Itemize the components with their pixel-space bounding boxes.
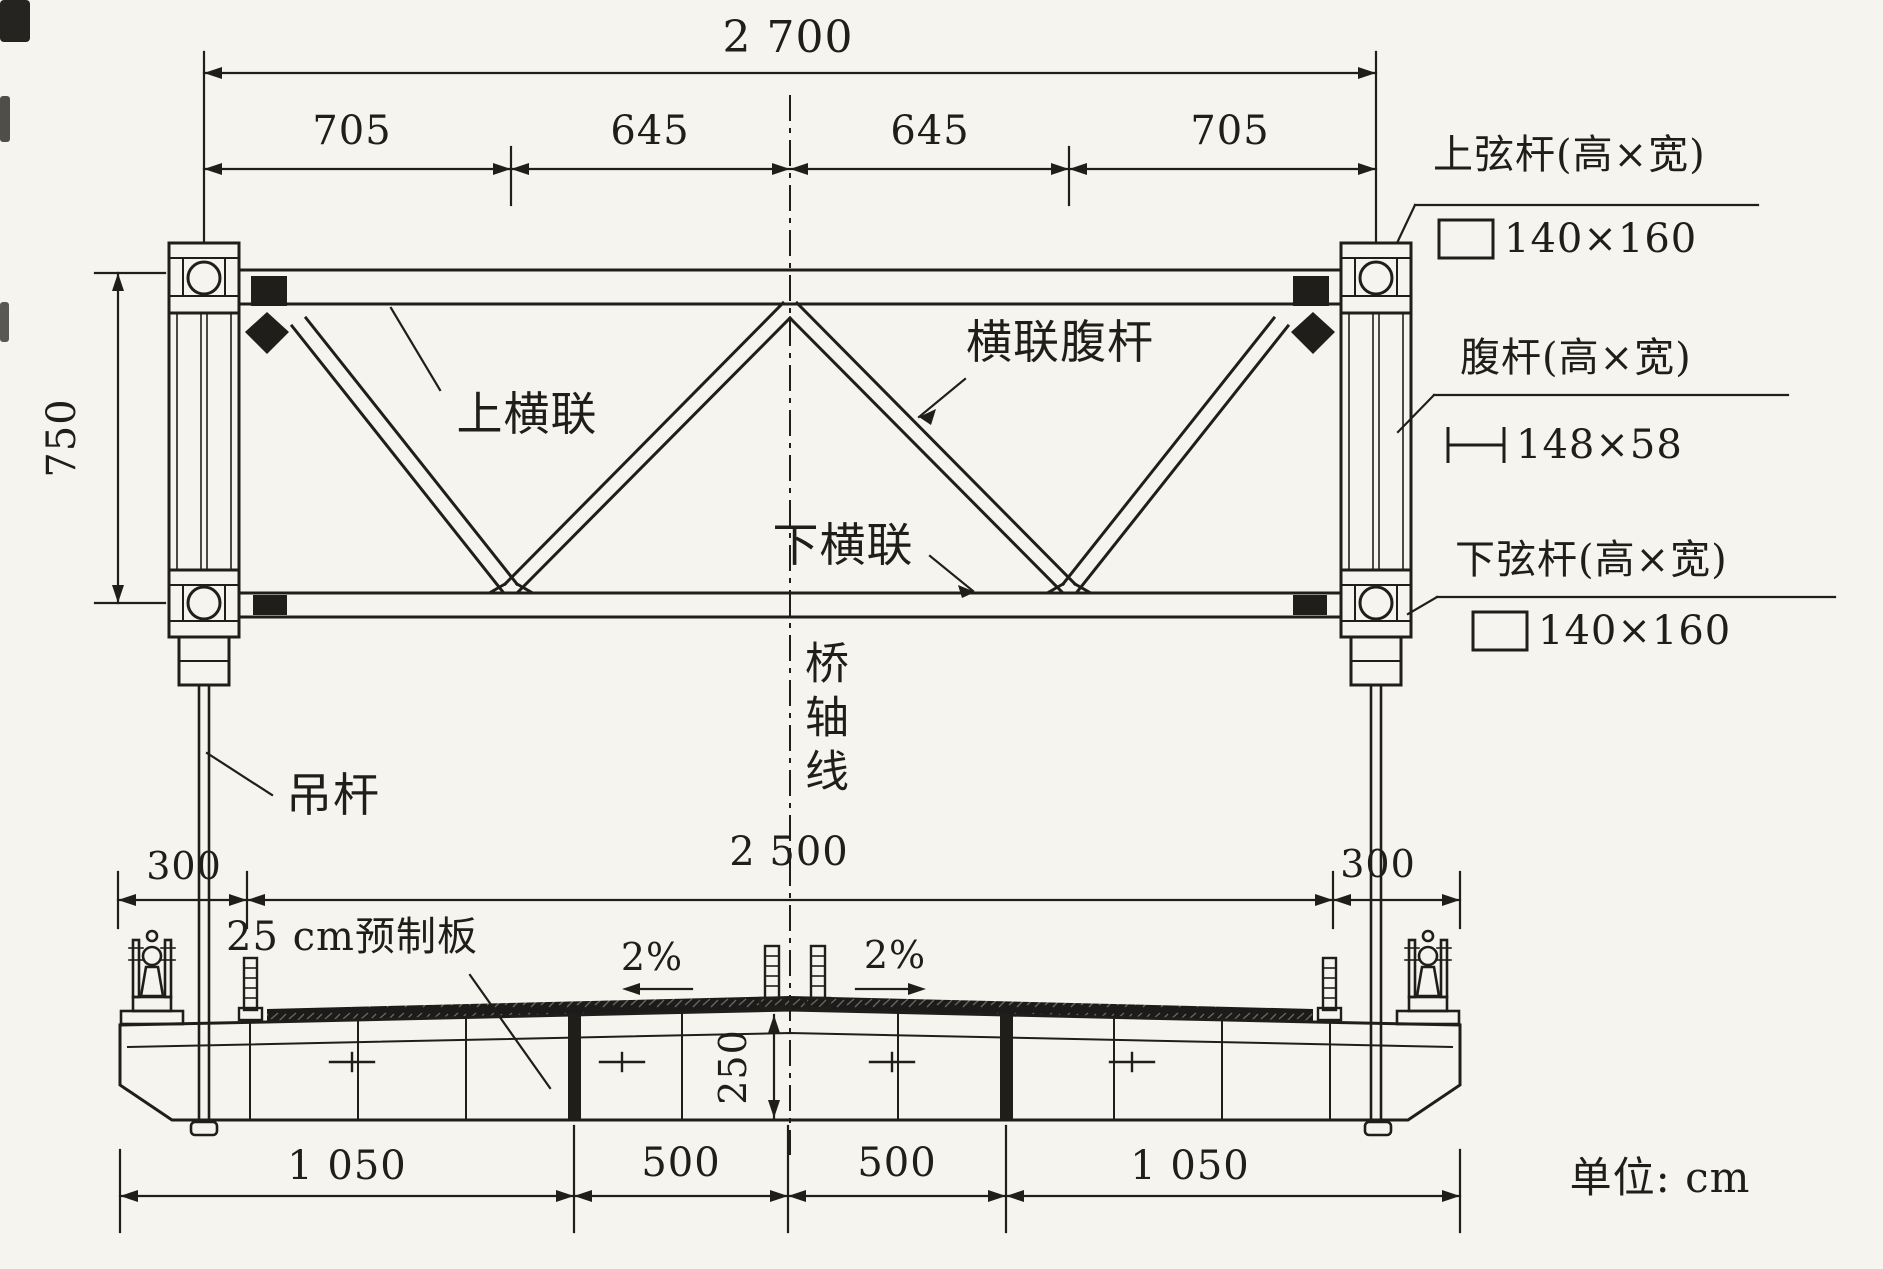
dim-left-overhang: 300 xyxy=(146,844,222,888)
label-bridge-axis: 桥轴线 xyxy=(797,640,848,802)
dim-bottom-2: 500 xyxy=(641,1140,721,1186)
dim-bottom-3: 500 xyxy=(857,1140,937,1186)
right-column xyxy=(1339,241,1413,687)
railing-left xyxy=(119,929,185,1026)
dim-bottom-4: 1 050 xyxy=(1130,1143,1250,1189)
label-hanger: 吊杆 xyxy=(286,768,380,822)
scan-artifacts xyxy=(0,0,30,342)
callout-bottom-chord-size: 140×160 xyxy=(1538,608,1732,654)
hanger-rods xyxy=(189,685,1393,1137)
slab-joints xyxy=(249,1012,1331,1121)
left-column xyxy=(167,241,241,687)
callout-symbols xyxy=(1437,218,1529,652)
dim-right-overhang: 300 xyxy=(1340,842,1416,886)
cross-bracing-diagonals xyxy=(289,300,1291,595)
girder-web-left xyxy=(568,1016,581,1120)
girder-web-right xyxy=(1000,1016,1013,1120)
callout-top-chord-size: 140×160 xyxy=(1504,216,1698,262)
truss-portal-frame xyxy=(167,241,1413,687)
bollard-head xyxy=(1417,945,1439,967)
dimension-lines xyxy=(93,50,1462,1234)
dim-slab-depth: 250 xyxy=(711,1029,755,1105)
label-lower-bracing: 下横联 xyxy=(772,518,914,572)
hanger-anchor-right xyxy=(1363,1120,1393,1137)
curb-post-left xyxy=(237,956,264,1022)
dim-truss-height: 750 xyxy=(39,398,85,478)
hanger-anchor-left xyxy=(189,1120,219,1137)
slab-center-marks xyxy=(328,1051,1156,1073)
deck-slab-outline xyxy=(118,1008,1462,1122)
column-shaft xyxy=(167,311,241,572)
dim-segment-1: 705 xyxy=(312,108,392,154)
label-upper-bracing: 上横联 xyxy=(456,387,598,441)
unit-note: 单位: cm xyxy=(1569,1153,1751,1202)
dim-segment-4: 705 xyxy=(1190,108,1270,154)
column-shaft xyxy=(1339,311,1413,572)
callout-web-size: 148×58 xyxy=(1516,422,1683,468)
gusset-plates xyxy=(245,276,1335,615)
dim-total-width: 2 700 xyxy=(722,12,854,63)
top-chord-section xyxy=(1339,241,1413,315)
dim-roadway: 2 500 xyxy=(729,829,849,875)
top-chord-section xyxy=(167,241,241,315)
crown-post-right xyxy=(804,944,832,1010)
crown-post-left xyxy=(758,944,786,1010)
label-leaders xyxy=(205,203,1837,1090)
bollard-body xyxy=(139,965,165,998)
bottom-chord-section xyxy=(167,568,241,639)
box-section-icon xyxy=(1471,610,1529,652)
callout-web-title: 腹杆(高×宽) xyxy=(1460,335,1692,381)
bollard-head xyxy=(141,945,163,967)
dimension-arrowheads xyxy=(112,67,1460,1202)
callout-top-chord-title: 上弦杆(高×宽) xyxy=(1433,132,1706,178)
dim-segment-2: 645 xyxy=(610,108,690,154)
label-bracing-web: 横联腹杆 xyxy=(966,315,1154,369)
h-section-icon xyxy=(1446,427,1506,463)
label-slope-right: 2% xyxy=(863,933,927,977)
bottom-chord-section xyxy=(1339,568,1413,639)
railing-right xyxy=(1395,929,1461,1026)
bollard-knob xyxy=(1421,929,1435,943)
curb-post-right xyxy=(1316,956,1343,1022)
bollard-body xyxy=(1415,965,1441,998)
label-precast-slab: 25 cm预制板 xyxy=(226,914,478,960)
dim-bottom-1: 1 050 xyxy=(287,1143,407,1189)
box-section-icon xyxy=(1437,218,1495,260)
callout-bottom-chord-title: 下弦杆(高×宽) xyxy=(1455,537,1728,583)
label-slope-left: 2% xyxy=(620,935,684,979)
dim-segment-3: 645 xyxy=(890,108,970,154)
bollard-knob xyxy=(145,929,159,943)
